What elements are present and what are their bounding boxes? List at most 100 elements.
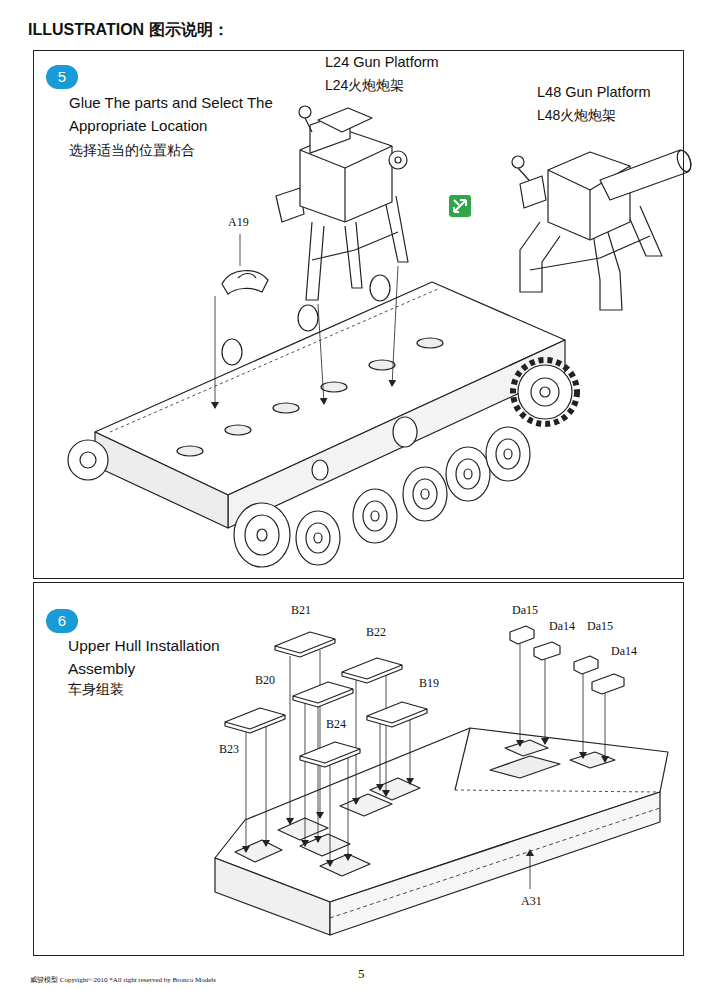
upper-hull-drawing: [215, 858, 330, 935]
l24-gun-platform: [312, 250, 355, 260]
chassis-drawing: [513, 360, 577, 424]
part-number: B20: [255, 673, 275, 687]
hatch-parts: [574, 656, 598, 674]
upper-hull-drawing: [570, 752, 615, 768]
chassis-drawing: [369, 360, 395, 370]
l24-gun-platform: [385, 196, 408, 262]
instruction-text: Glue The parts and Select The Appropriat…: [69, 91, 294, 137]
l24-gun-platform: [392, 266, 398, 386]
chassis-drawing: [353, 489, 397, 543]
chassis-drawing: [504, 449, 512, 459]
chassis-drawing: [413, 479, 437, 509]
leader-lines: [530, 850, 531, 889]
leader-lines: [330, 764, 331, 866]
chassis-drawing: [540, 387, 550, 397]
upper-hull-drawing: [235, 840, 282, 862]
hatch-parts: [510, 626, 534, 644]
chassis-drawing: [417, 338, 443, 348]
l48-gun-platform: [600, 236, 650, 258]
instruction-text: Upper Hull Installation Assembly: [68, 634, 253, 680]
chassis-drawing: [257, 529, 267, 541]
page-number: 5: [358, 966, 365, 982]
chassis-drawing: [312, 460, 328, 480]
upper-hull-drawing: [505, 740, 548, 756]
hatch-parts: [534, 642, 560, 660]
chassis-drawing: [95, 432, 228, 528]
l24-gun-platform: [389, 151, 407, 169]
part-a19: [215, 234, 268, 408]
l24-gun-platform: [355, 232, 398, 250]
chassis-drawing: [393, 417, 417, 447]
chassis-drawing: [225, 425, 251, 435]
part-number: B21: [291, 603, 311, 617]
l24-gun-platform: [345, 222, 362, 288]
upper-hull-drawing: [320, 854, 370, 876]
copyright-footer: 威骏模型 Copyright©2010 *All right reserved …: [30, 976, 216, 984]
part-number: Da14: [611, 644, 637, 658]
gun-platform-label: L48 Gun Platform: [537, 84, 651, 101]
hatch-parts: [342, 658, 402, 683]
l48-gun-platform: [520, 176, 546, 208]
chassis-drawing: [464, 469, 472, 479]
chassis-drawing: [177, 446, 203, 456]
gun-platform-label: L24 Gun Platform: [325, 54, 439, 71]
chassis-drawing: [222, 339, 242, 365]
chassis-drawing: [273, 403, 299, 413]
l48-gun-platform: [530, 258, 600, 270]
hatch-parts: [293, 689, 353, 703]
leader-lines: [320, 650, 321, 818]
leader-lines: [605, 692, 606, 762]
step-number-text: 6: [46, 609, 78, 633]
gun-platform-label-zh: L24火炮炮架: [325, 77, 404, 94]
hatch-parts: [225, 708, 285, 733]
leader-lines: [583, 672, 584, 758]
step-number: 6: [46, 609, 78, 633]
upper-hull-drawing: [330, 808, 660, 918]
alternative-icon: [449, 195, 471, 217]
chassis-drawing: [486, 427, 530, 481]
chassis-drawing: [321, 382, 347, 392]
upper-hull-drawing: [490, 756, 560, 778]
upper-hull-drawing: [330, 792, 660, 935]
chassis-drawing: [110, 288, 440, 432]
hatch-parts: [592, 674, 624, 694]
part-a19: [238, 274, 256, 279]
leader-lines: [410, 716, 411, 784]
l48-gun-platform: [589, 190, 590, 240]
chassis-drawing: [306, 523, 330, 553]
hatch-parts: [367, 709, 427, 723]
hatch-parts: [300, 742, 360, 767]
chassis-drawing: [518, 365, 572, 419]
upper-hull-drawing: [215, 728, 668, 935]
hatch-parts: [225, 715, 285, 729]
l48-gun-platform: [675, 149, 694, 174]
leader-lines: [380, 722, 381, 790]
part-number: B22: [366, 625, 386, 639]
instruction-text-zh: 车身组装: [68, 678, 124, 701]
part-a19: [222, 271, 268, 294]
alternative-icon: [449, 195, 471, 217]
chassis-drawing: [234, 503, 290, 567]
l24-gun-platform: [318, 108, 372, 132]
chassis-drawing: [456, 459, 480, 489]
l24-gun-platform: [318, 304, 324, 404]
leader-lines: [246, 640, 605, 889]
step-panel: Glue The parts and Select The Appropriat…: [33, 50, 684, 579]
alternative-icon: [454, 200, 466, 212]
chassis-drawing: [531, 378, 559, 406]
l24-gun-platform: [276, 106, 408, 404]
leader-lines: [545, 656, 546, 744]
part-a19: [215, 296, 216, 408]
l48-gun-platform: [592, 226, 622, 310]
hatch-parts: [275, 632, 335, 657]
leader-lines: [348, 758, 349, 860]
hatch-parts: [367, 702, 427, 727]
l48-gun-platform: [520, 222, 560, 292]
part-number: A31: [521, 894, 542, 908]
l48-gun-platform: [512, 149, 693, 310]
part-a19: [240, 234, 241, 266]
upper-hull-drawing: [300, 834, 350, 856]
chassis-drawing: [296, 511, 340, 565]
upper-hull-drawing: [455, 790, 660, 792]
l24-gun-platform: [395, 157, 401, 163]
